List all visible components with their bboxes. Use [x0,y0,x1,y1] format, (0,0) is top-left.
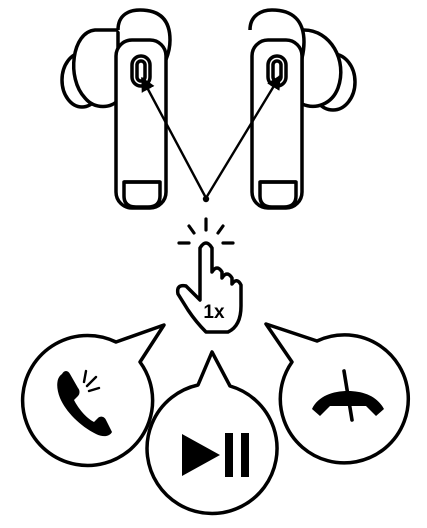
tap-burst-icon [179,219,233,243]
play-pause-bubble [147,352,277,513]
touch-sensor-icon [137,61,145,81]
right-earbud-icon [250,10,355,208]
tap-hand-icon: 1x [178,219,241,332]
answer-call-bubble [23,325,164,465]
tap-count-label: 1x [203,302,225,323]
left-earbud-icon [62,10,170,208]
arrow-origin-dot [203,196,209,202]
end-call-bubble [266,324,408,463]
